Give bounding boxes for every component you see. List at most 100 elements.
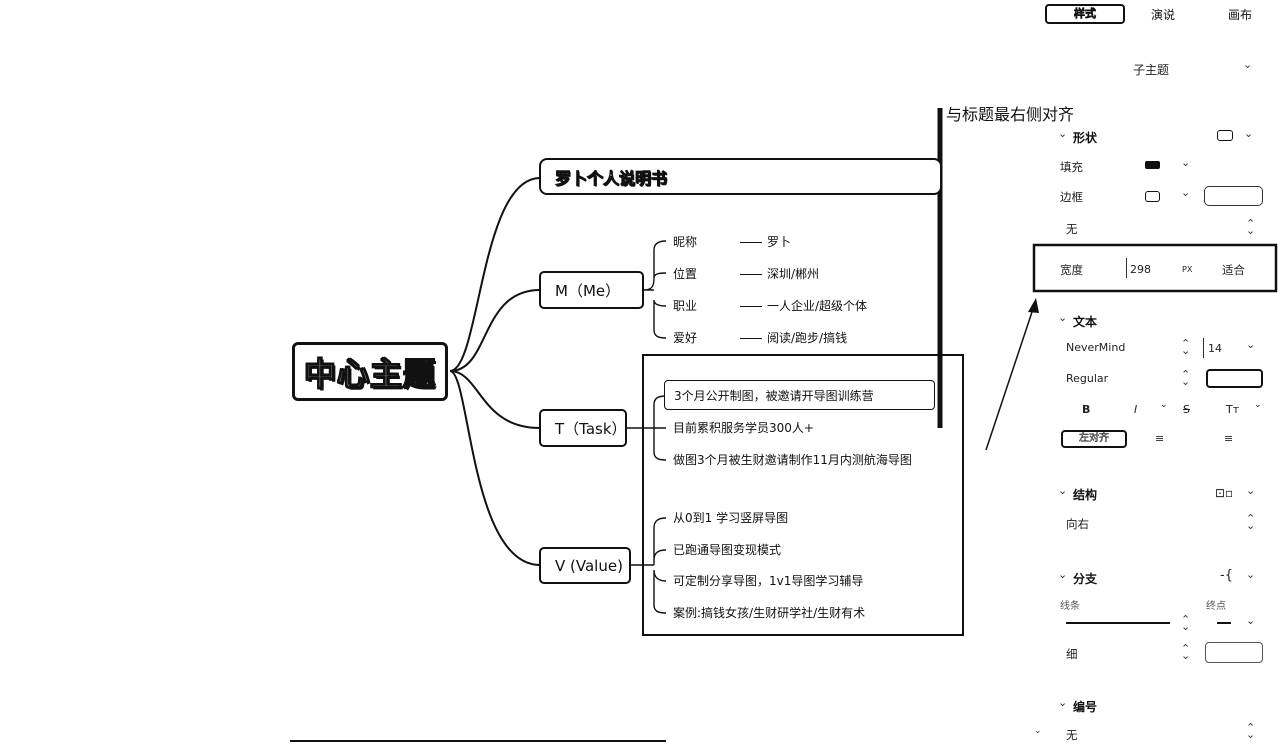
text-color-swatch[interactable] (1206, 369, 1263, 388)
chevron-down-icon[interactable]: ⌄ (1244, 127, 1254, 140)
updown-chevron-icon[interactable]: ⌃⌄ (1181, 337, 1191, 357)
chevron-down-icon[interactable]: ⌄ (1246, 484, 1256, 497)
central-topic-label: 中心主题 (303, 354, 436, 393)
me-key-job[interactable]: 职业 (673, 299, 698, 313)
scroll-down-icon[interactable]: ⌄ (1034, 726, 1042, 736)
branch-value-node[interactable]: V (Value) (539, 547, 631, 584)
structure-select[interactable]: 向右 (1066, 517, 1089, 531)
updown-chevron-icon[interactable]: ⌃⌄ (1246, 217, 1256, 237)
chevron-down-icon[interactable]: ⌄ (1181, 186, 1191, 199)
line-style-preview[interactable] (1066, 622, 1170, 624)
me-key-location[interactable]: 位置 (673, 267, 698, 281)
line-thickness-select[interactable]: 细 (1066, 647, 1078, 661)
chevron-down-icon[interactable]: ⌄ (1246, 338, 1256, 351)
border-label: 边框 (1060, 190, 1083, 204)
me-value-location[interactable]: 深圳/郴州 (767, 267, 820, 281)
case-chevron-icon[interactable]: ⌄ (1254, 400, 1262, 410)
collapse-branch-icon[interactable]: ⌄ (1058, 568, 1068, 581)
updown-chevron-icon[interactable]: ⌃⌄ (1246, 721, 1256, 741)
me-key-nickname[interactable]: 昵称 (673, 235, 698, 249)
width-label: 宽度 (1060, 263, 1083, 277)
me-value-nickname[interactable]: 罗卜 (767, 235, 792, 249)
chevron-down-icon[interactable]: ⌄ (1246, 568, 1256, 581)
updown-chevron-icon[interactable]: ⌃⌄ (1181, 613, 1191, 633)
task-item-2[interactable]: 目前累积服务学员300人+ (673, 421, 814, 435)
tab-canvas[interactable]: 画布 (1228, 8, 1253, 22)
value-item-2[interactable]: 已跑通导图变现模式 (673, 543, 782, 557)
chevron-down-icon[interactable]: ⌄ (1243, 58, 1253, 71)
collapse-text-icon[interactable]: ⌄ (1058, 311, 1068, 324)
branch-style-icon[interactable]: -{ (1220, 568, 1233, 583)
updown-chevron-icon[interactable]: ⌃⌄ (1181, 368, 1191, 388)
chevron-down-icon[interactable]: ⌄ (1246, 614, 1256, 627)
bracket-task (626, 395, 667, 461)
collapse-structure-icon[interactable]: ⌄ (1058, 484, 1068, 497)
numbering-heading: 编号 (1073, 700, 1098, 714)
branch-me-node[interactable]: M（Me） (539, 271, 644, 309)
link-title (449, 177, 541, 372)
fill-color-swatch[interactable] (1145, 161, 1160, 169)
border-style-icon[interactable] (1145, 191, 1160, 202)
text-heading: 文本 (1073, 315, 1098, 329)
rounded-rect-shape-icon[interactable] (1217, 130, 1233, 141)
me-dash-1 (740, 242, 762, 243)
align-right-icon[interactable]: ≡ (1224, 432, 1234, 445)
task-item-selected[interactable]: 3个月公开制图，被邀请开导图训练营 (664, 380, 935, 410)
tab-style[interactable]: 样式 (1045, 4, 1125, 24)
central-topic[interactable]: 中心主题 (292, 342, 448, 401)
font-family-select[interactable]: NeverMind (1066, 341, 1126, 354)
task-item-1-label: 3个月公开制图，被邀请开导图训练营 (674, 388, 874, 403)
bracket-value (630, 517, 667, 614)
numbering-select[interactable]: 无 (1066, 728, 1078, 742)
end-style-preview[interactable] (1217, 622, 1231, 624)
branch-task-label: T（Task） (555, 419, 627, 438)
branch-heading: 分支 (1073, 572, 1098, 586)
bracket-me (643, 240, 667, 339)
tab-presentation[interactable]: 演说 (1151, 8, 1176, 22)
font-weight-select[interactable]: Regular (1066, 372, 1109, 385)
structure-heading: 结构 (1073, 488, 1098, 502)
me-key-hobby[interactable]: 爱好 (673, 331, 698, 345)
border-style-select[interactable]: 无 (1066, 222, 1078, 236)
branch-end-label: 终点 (1206, 601, 1226, 612)
fill-label: 填充 (1060, 160, 1083, 174)
updown-chevron-icon[interactable]: ⌃⌄ (1246, 512, 1256, 532)
collapse-numbering-icon[interactable]: ⌄ (1058, 696, 1068, 709)
structure-layout-icon[interactable]: ⊡▫ (1215, 486, 1234, 500)
more-format-chevron-icon[interactable]: ⌄ (1160, 400, 1168, 410)
branch-task-node[interactable]: T（Task） (539, 409, 627, 447)
fit-width-button[interactable]: 适合 (1222, 263, 1245, 277)
collapse-shape-icon[interactable]: ⌄ (1058, 127, 1068, 140)
link-task (449, 370, 541, 429)
strikethrough-button[interactable]: S (1183, 403, 1190, 416)
task-item-3[interactable]: 做图3个月被生财邀请制作11月内测航海导图 (673, 453, 912, 467)
selection-frame (642, 354, 964, 636)
chevron-down-icon[interactable]: ⌄ (1181, 156, 1191, 169)
width-highlight-box (1032, 243, 1278, 293)
italic-button[interactable]: I (1134, 403, 1138, 416)
width-unit: PX (1182, 265, 1193, 274)
me-dash-4 (740, 338, 762, 339)
updown-chevron-icon[interactable]: ⌃⌄ (1181, 642, 1191, 662)
value-item-3[interactable]: 可定制分享导图，1v1导图学习辅导 (673, 574, 864, 588)
font-size-select[interactable]: 14 (1208, 342, 1222, 355)
bold-button[interactable]: B (1082, 403, 1091, 416)
align-left-button[interactable]: 左对齐 (1061, 430, 1127, 448)
annotation-arrow-line (985, 302, 1036, 451)
text-case-button[interactable]: Tт (1226, 403, 1240, 416)
title-branch-label: 罗卜个人说明书 (555, 168, 668, 188)
alignment-annotation: 与标题最右侧对齐 (946, 105, 1075, 124)
me-value-job[interactable]: 一人企业/超级个体 (767, 299, 868, 313)
me-value-hobby[interactable]: 阅读/跑步/搞钱 (767, 331, 848, 345)
font-size-divider (1203, 338, 1204, 358)
value-item-1[interactable]: 从0到1 学习竖屏导图 (673, 511, 789, 525)
me-dash-2 (740, 274, 762, 275)
width-input-caret (1126, 258, 1127, 278)
border-color-swatch[interactable] (1204, 186, 1263, 206)
title-branch-node[interactable]: 罗卜个人说明书 (539, 158, 942, 195)
align-center-icon[interactable]: ≡ (1155, 432, 1165, 445)
branch-color-swatch[interactable] (1205, 642, 1263, 663)
topic-type-selector[interactable]: 子主题 (1133, 63, 1170, 77)
width-input[interactable]: 298 (1130, 263, 1151, 276)
value-item-4[interactable]: 案例:搞钱女孩/生财研学社/生财有术 (673, 606, 866, 620)
